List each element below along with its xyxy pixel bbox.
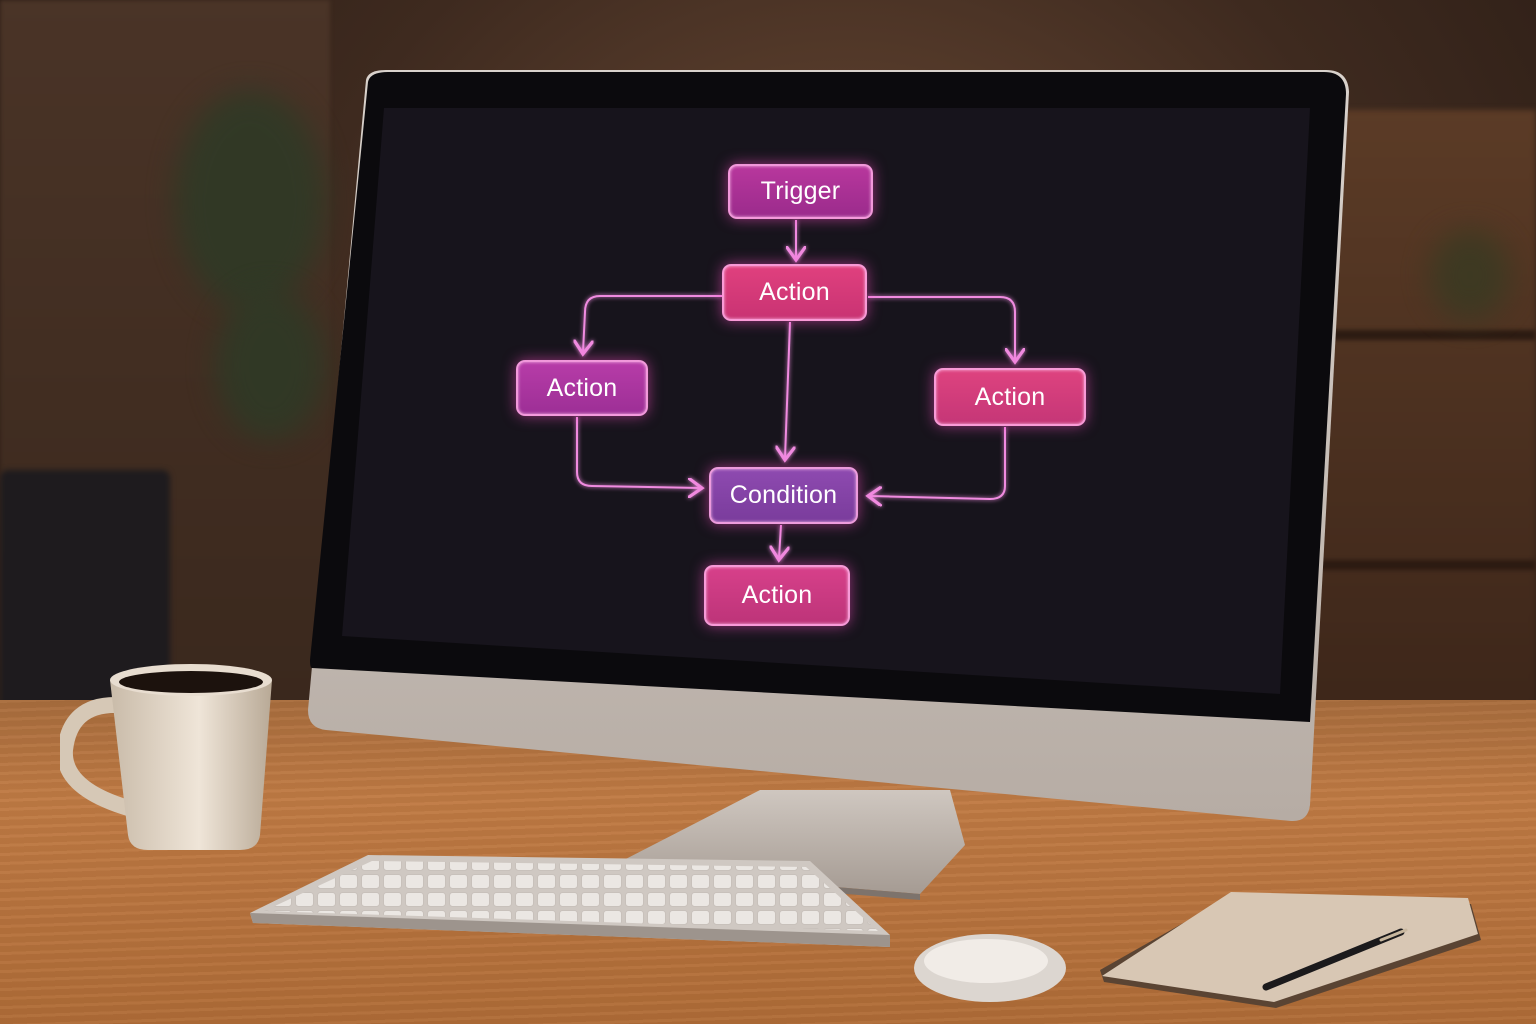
background-plant [175,90,325,310]
shelf-plant [1430,230,1510,320]
keyboard [250,855,890,947]
node-action-left: Action [516,360,648,416]
edge-condition-action [779,524,781,558]
edge-action-right [868,296,1015,360]
node-action-bottom: Action [704,565,850,626]
shelf-board [1306,560,1536,570]
monitor [308,70,1349,822]
node-action-right: Action [934,368,1086,426]
pen [1262,928,1408,991]
mouse [914,934,1066,1002]
node-trigger: Trigger [728,164,873,219]
edge-action-left [583,295,722,352]
background-plant-lower [215,290,325,440]
coffee-mug [60,664,272,850]
notebook [1100,892,1481,1008]
edge-action-condition [785,321,790,458]
edge-left-condition [576,417,700,488]
node-action-top: Action [722,264,867,321]
background-shelf [1306,110,1536,750]
edge-right-condition [870,427,1006,499]
shelf-board [1306,330,1536,340]
node-condition: Condition [709,467,858,524]
